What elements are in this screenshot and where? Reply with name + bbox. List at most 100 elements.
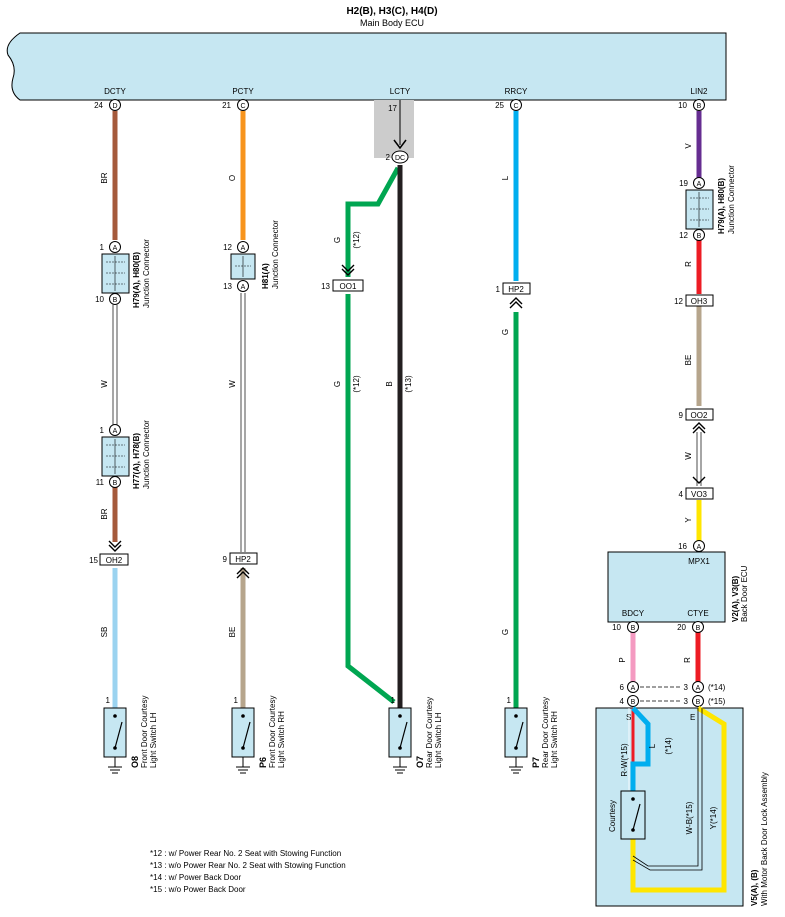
lcty-arrow [393,139,407,150]
wire-label: B [385,381,394,386]
wire-label: SB [100,627,109,638]
pin-connector: B [113,297,118,304]
wire-label: R [684,261,693,267]
wire-wb [632,708,699,867]
connector-vo3: 4 VO3 [679,476,714,500]
note-ref: (*15) [708,697,726,706]
switch-o8: 1 O8 Front Door Courtesy Light Switch LH [103,696,158,774]
pin-connector: A [697,544,702,551]
junction-box [101,253,130,294]
pin-number: 1 [391,696,396,705]
chevron-up-icon [509,297,523,309]
connector-oh2: 15 OH2 [89,540,129,566]
pin-connector: B [697,233,702,240]
pin-circle [692,621,704,633]
pin-number: 3 [684,683,689,692]
switch-lever [399,721,408,749]
wire-label: R-W(*15) [620,743,629,777]
pin-connector: DC [395,155,405,162]
back-door-ecu: 16 A MPX1 BDCY CTYE V2(A), V3(B) Back Do… [607,540,749,633]
junction-h81: 12 A 13 A H81(A) Junction Connector [223,220,280,292]
terminal-rrcy: RRCY [505,87,528,96]
switch-contact [514,714,518,718]
footnote: *13 : w/o Power Rear No. 2 Seat with Sto… [150,861,346,870]
wire-y-inner [630,705,727,893]
pin-number: 3 [684,697,689,706]
switch-lever [515,721,524,749]
junction-desc: Junction Connector [142,239,151,308]
pin-circle [109,424,121,436]
connector-box [229,552,258,565]
pin-number: 17 [388,104,397,113]
lcty-shield-box [374,100,414,158]
pin-connector: B [696,625,701,632]
pin-connector: D [112,103,117,110]
chevron-down-icon [692,476,706,484]
pin-connector: A [697,181,702,188]
terminal-dcty: DCTY [104,87,126,96]
pin-circle [109,293,121,305]
connector-box [99,553,129,566]
pin-circle [109,99,121,111]
main-body-ecu-box [6,32,727,101]
junction-desc: Junction Connector [727,165,736,234]
pin-circle [693,99,705,111]
wire-label: (*12) [352,375,361,393]
pin-number: 20 [677,623,686,632]
pin-number: 21 [222,101,231,110]
pin-number: 4 [679,490,684,499]
pin-circle [627,621,639,633]
switch-lever [114,721,123,749]
switch-code: P7 [531,757,541,768]
pin-connector: A [696,685,701,692]
wire-label: W [684,452,693,460]
switch-p7: 1 P7 Rear Door Courtesy Light Switch RH [504,696,559,774]
chevron-up-icon [692,422,706,434]
pin-connector: B [113,480,118,487]
terminal-lcty: LCTY [390,87,411,96]
pin-number: 10 [678,101,687,110]
switch-name: Rear Door Courtesy [541,697,550,768]
pin-number: 1 [106,696,111,705]
switch-name: Light Switch LH [434,712,443,768]
ecu-desc: Back Door ECU [740,565,749,622]
connector-box [502,282,531,295]
pin-circle [510,99,522,111]
wire-label: R [683,657,692,663]
pin-connector: A [241,284,246,291]
pin-number: 10 [612,623,621,632]
chevron-up-icon [236,567,250,579]
pin-circle [693,229,705,241]
pin-number: 11 [96,478,105,487]
switch-name: Rear Door Courtesy [425,697,434,768]
wire-label: BE [684,355,693,366]
pin-connector: B [697,103,702,110]
switch-contact [241,714,245,718]
lock-assembly-desc: With Motor Back Door Lock Assembly [760,772,769,906]
wire-label: G [501,329,510,335]
pin-connector: A [113,428,118,435]
pin-number: 9 [223,555,228,564]
connector-label: OH2 [106,556,123,565]
courtesy-label: Courtesy [608,800,617,832]
wire-label: L [648,743,657,748]
wire-label: Y(*14) [709,806,718,829]
pin-number: 12 [674,297,683,306]
pin-number: 9 [679,411,684,420]
wire-label: G [333,381,342,387]
switch-code: P6 [258,757,268,768]
dc-connector [391,150,409,164]
junction-desc: Junction Connector [271,220,280,289]
footnote: *15 : w/o Power Back Door [150,885,246,894]
pin-number: 12 [223,243,232,252]
pin-connector: A [241,245,246,252]
switch-name: Light Switch LH [149,712,158,768]
pin-number: 1 [507,696,512,705]
chevron-down-icon [108,540,122,552]
pin-circle [627,681,639,693]
ecu-name: Main Body ECU [360,18,424,28]
connector-label: HP2 [235,555,251,564]
wire-lcty-g [345,166,401,277]
wire-label: W [100,380,109,388]
switch-name: Light Switch RH [550,711,559,768]
